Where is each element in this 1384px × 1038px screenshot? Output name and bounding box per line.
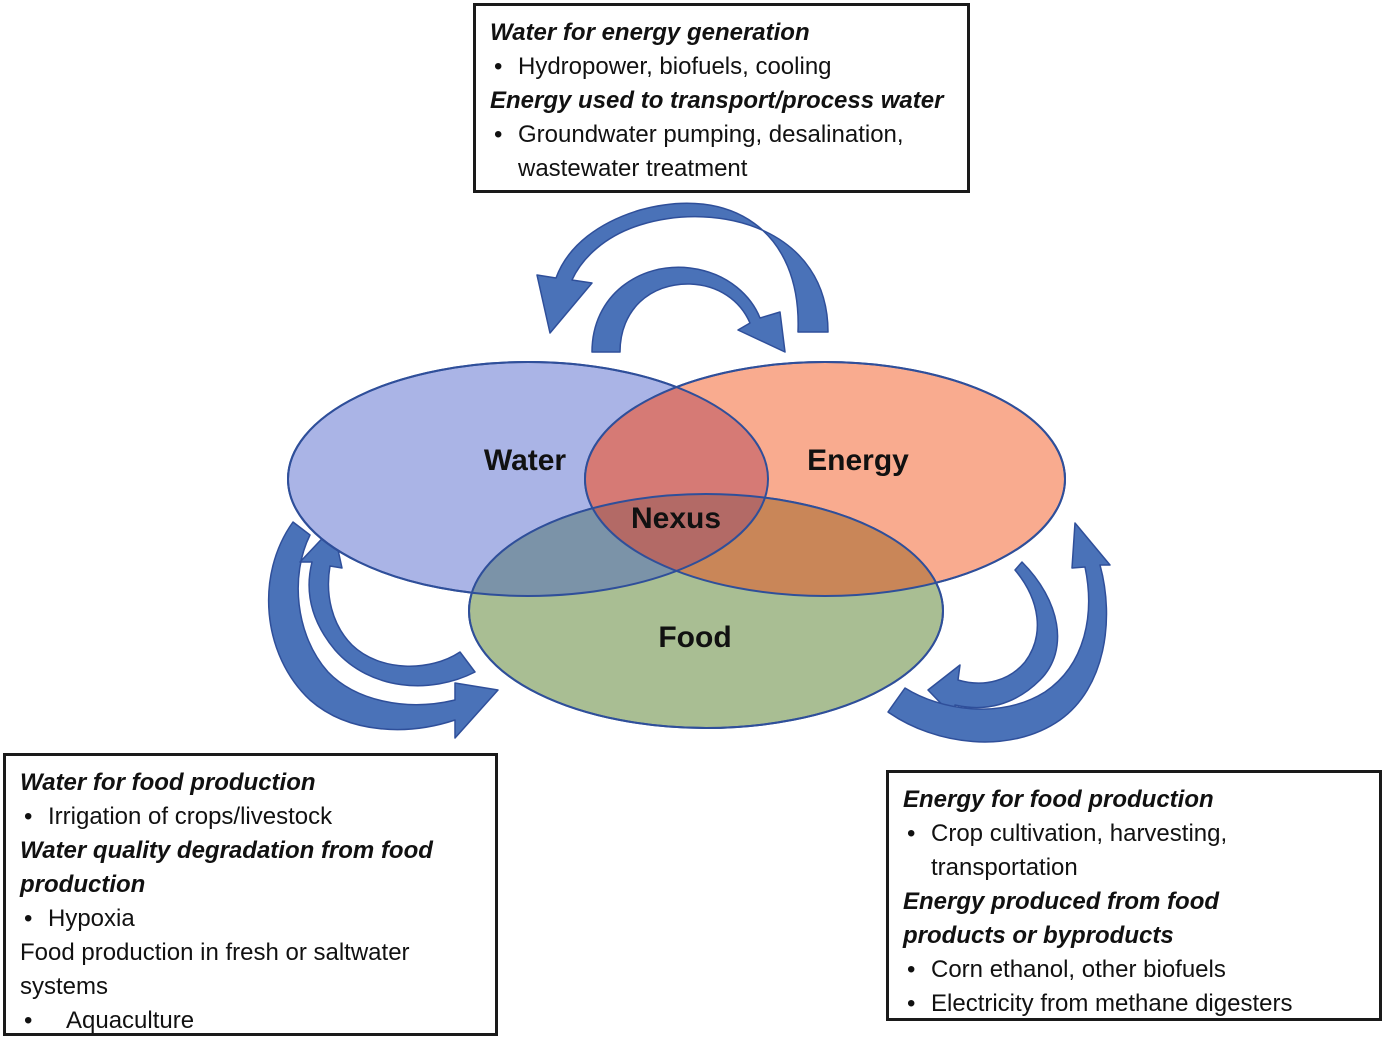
bullet-icon: • [494,53,503,80]
bullet-text: Irrigation of crops/livestock [48,803,333,830]
bullet-item: • Groundwater pumping, desalination, [490,118,955,152]
box-heading: Water for food production [20,769,316,796]
bullet-icon: • [24,905,33,932]
arrow-water-to-food-icon [267,521,499,739]
water-energy-box: Water for energy generation • Hydropower… [473,3,970,193]
arrows-water-energy [536,202,829,353]
energy-label: Energy [807,444,909,477]
bullet-item: • Irrigation of crops/livestock [20,800,485,834]
arrow-water-to-energy-icon [591,266,786,353]
box-heading: Energy used to transport/process water [490,87,944,114]
bullet-text: Crop cultivation, harvesting, [931,820,1228,847]
bullet-item: • Hydropower, biofuels, cooling [490,50,955,84]
bullet-continuation: transportation [903,851,1369,885]
bullet-icon: • [907,990,916,1017]
bullet-text: transportation [931,854,1078,881]
water-label: Water [484,444,567,477]
bullet-icon: • [24,1007,33,1034]
energy-outline [584,361,1066,597]
water-food-overlap [469,494,768,596]
bullet-icon: • [24,803,33,830]
food-outline [468,493,944,729]
bullet-icon: • [494,121,503,148]
box-heading: production [20,871,146,898]
bullet-icon: • [907,956,916,983]
bullet-item: • Corn ethanol, other biofuels [903,953,1369,987]
water-food-box: Water for food production • Irrigation o… [3,753,498,1036]
arrow-energy-to-water-icon [536,202,829,334]
bullet-text: Corn ethanol, other biofuels [931,956,1226,983]
box-heading: Energy for food production [903,786,1214,813]
bullet-text: Electricity from methane digesters [931,990,1293,1017]
energy-food-box: Energy for food production • Crop cultiv… [886,770,1382,1021]
water-outline [287,361,769,597]
bullet-text: Hypoxia [48,905,135,932]
bullet-text: wastewater treatment [518,155,748,182]
bullet-item: • Aquaculture [20,1004,485,1038]
bullet-icon: • [907,820,916,847]
bullet-text: Hydropower, biofuels, cooling [518,53,832,80]
box-heading: Energy produced from food [903,888,1220,915]
bullet-text: Aquaculture [66,1007,195,1034]
arrows-energy-food [887,522,1111,743]
box-text: systems [20,973,109,1000]
food-label: Food [658,621,731,654]
box-heading: Water quality degradation from food [20,837,433,864]
box-heading: products or byproducts [903,922,1174,949]
box-heading: Water for energy generation [490,19,810,46]
bullet-item: • Hypoxia [20,902,485,936]
nexus-label: Nexus [631,502,721,535]
bullet-item: • Crop cultivation, harvesting, [903,817,1369,851]
bullet-continuation: wastewater treatment [490,152,955,186]
arrow-energy-to-food-icon [927,561,1059,719]
bullet-text: Groundwater pumping, desalination, [518,121,904,148]
arrow-food-to-energy-icon [887,522,1111,743]
box-text: Food production in fresh or saltwater [20,939,410,966]
bullet-item: • Electricity from methane digesters [903,987,1369,1021]
